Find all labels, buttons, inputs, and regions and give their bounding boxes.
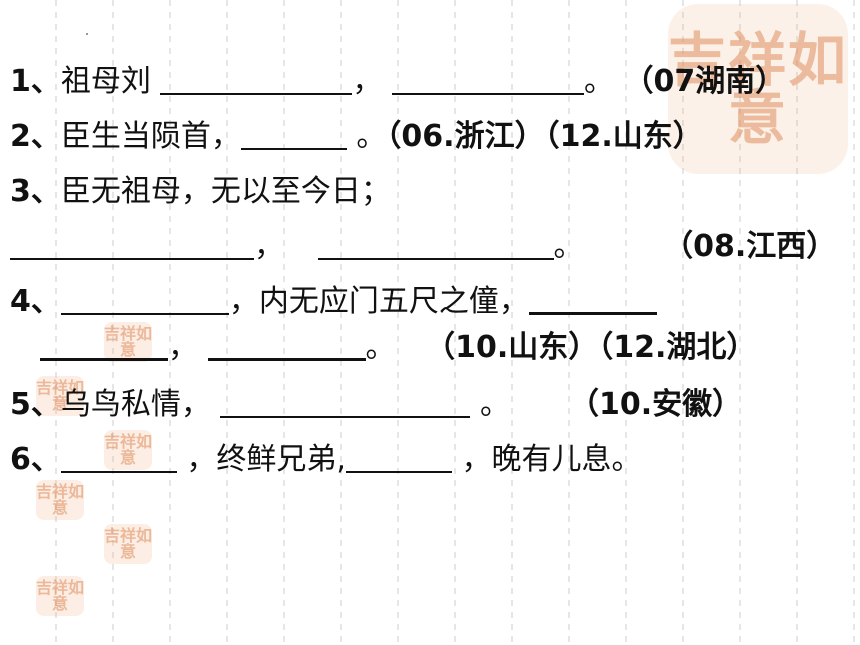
question-text: ，内无应门五尺之僮， [228, 284, 529, 319]
exam-source: （08.江西） [663, 229, 837, 264]
answer-blank[interactable] [317, 228, 554, 260]
answer-blank[interactable] [240, 118, 347, 150]
question-text: 。 [479, 387, 510, 422]
question-4: 4、 ，内无应门五尺之僮， [10, 282, 657, 322]
answer-blank[interactable] [10, 228, 254, 260]
question-3-continued: ， 。 （08.江西） [10, 227, 836, 267]
auspicious-seal-small: 吉祥如意 [36, 376, 84, 416]
auspicious-seal-small: 吉祥如意 [104, 322, 152, 362]
answer-blank[interactable] [207, 328, 366, 361]
question-text: ， [254, 229, 284, 264]
exam-source: （10.安徽） [583, 387, 743, 422]
question-text: 。 [553, 229, 584, 264]
question-text: 乌鸟私情， [60, 387, 211, 422]
exam-source: （06.浙江）（12.山东） [386, 119, 703, 154]
question-number: 2、 [10, 119, 61, 154]
speck [86, 33, 88, 35]
question-3: 3、臣无祖母，无以至今日； [10, 172, 391, 212]
exam-source: （07湖南） [623, 64, 786, 99]
question-number: 3、 [10, 174, 61, 209]
question-text: 。 [583, 64, 614, 99]
auspicious-seal-small: 吉祥如意 [104, 430, 152, 470]
question-number: 1、 [10, 64, 61, 99]
question-2: 2、臣生当陨首， 。（06.浙江）（12.山东） [10, 117, 703, 157]
answer-blank[interactable] [220, 386, 471, 418]
question-text: 臣无祖母，无以至今日； [60, 174, 391, 209]
answer-blank[interactable] [60, 283, 229, 315]
question-text: ， [352, 64, 383, 99]
auspicious-seal-small: 吉祥如意 [36, 576, 84, 616]
question-text: ， [168, 330, 198, 365]
answer-blank[interactable] [160, 63, 353, 95]
auspicious-seal-small: 吉祥如意 [104, 524, 152, 564]
answer-blank[interactable] [391, 63, 584, 95]
question-number: 4、 [10, 284, 61, 319]
auspicious-seal-small: 吉祥如意 [36, 480, 84, 520]
question-text: 臣生当陨首， [60, 119, 241, 154]
answer-blank[interactable] [60, 441, 177, 473]
exam-source: （10.山东）（12.湖北） [425, 330, 757, 365]
answer-blank[interactable] [345, 441, 452, 473]
question-text: ，终鲜兄弟, [186, 442, 346, 477]
question-text: ，晚有儿息。 [461, 442, 642, 477]
question-text: 祖母刘 [60, 64, 151, 99]
auspicious-seal-watermark: 吉祥如意 [668, 4, 848, 174]
question-5: 5、乌鸟私情， 。 （10.安徽） [10, 385, 742, 425]
question-number: 5、 [10, 387, 61, 422]
question-text: 。 [356, 119, 387, 154]
question-6: 6、 ，终鲜兄弟, ，晚有儿息。 [10, 440, 642, 480]
answer-blank[interactable] [40, 328, 168, 361]
question-4-continued: ， 。 （10.山东）（12.湖北） [40, 328, 756, 368]
question-1: 1、祖母刘 ， 。 （07湖南） [10, 62, 785, 102]
answer-blank[interactable] [528, 282, 657, 315]
question-number: 6、 [10, 442, 61, 477]
question-text: 。 [365, 330, 396, 365]
